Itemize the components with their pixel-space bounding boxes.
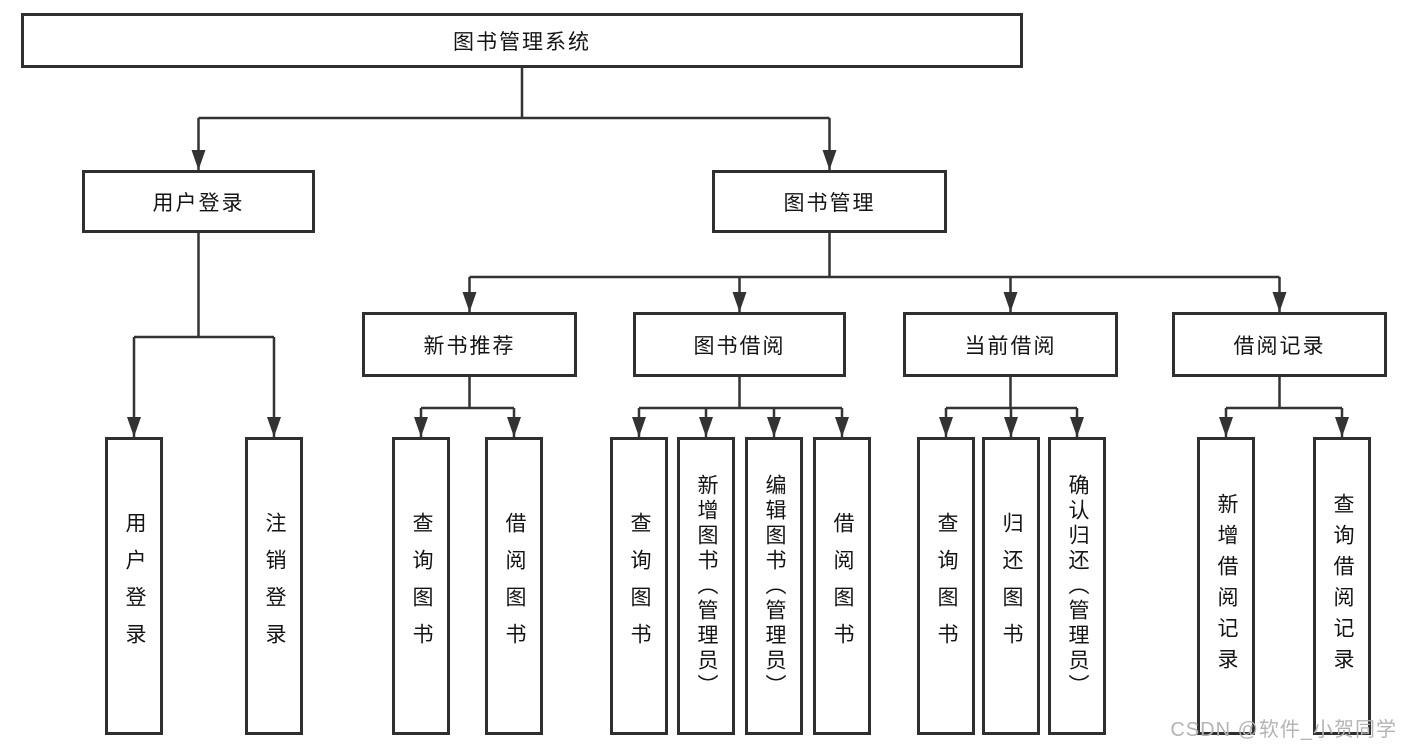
leaf-bb-add-books-admin: 新增图书（管理员） [677,437,735,735]
node-book-borrow: 图书借阅 [633,312,846,377]
connector-current-borrow-trunk [946,377,1077,410]
node-root: 图书管理系统 [21,13,1023,68]
connector-user-login-trunk [134,233,274,339]
leaf-nb-query-books: 查询图书 [392,437,450,735]
watermark: CSDN @软件_小贺同学 [1170,719,1397,741]
leaf-cb-query-books: 查询图书 [917,437,975,735]
node-new-books: 新书推荐 [362,312,577,377]
leaf-cb-return-books: 归还图书 [982,437,1040,735]
leaf-bb-query-books: 查询图书 [610,437,668,735]
node-book-mgmt: 图书管理 [712,170,947,233]
leaf-logout: 注销登录 [245,437,303,735]
leaf-bb-edit-books-admin: 编辑图书（管理员） [745,437,803,735]
leaf-br-add-record: 新增借阅记录 [1197,437,1255,735]
connector-book-borrow-trunk [639,377,842,410]
leaf-nb-borrow-books: 借阅图书 [485,437,543,735]
node-borrow-records: 借阅记录 [1172,312,1387,377]
leaf-cb-confirm-return-admin: 确认归还（管理员） [1048,437,1106,735]
node-current-borrow: 当前借阅 [903,312,1118,377]
connector-new-books-trunk [421,377,514,410]
connector-root-trunk [198,68,830,120]
leaf-br-query-record: 查询借阅记录 [1313,437,1371,735]
node-user-login: 用户登录 [82,170,315,233]
connector-book-mgmt-trunk [469,233,1280,279]
connector-borrow-records-trunk [1226,377,1342,410]
leaf-user-login: 用户登录 [105,437,163,735]
leaf-bb-borrow-books: 借阅图书 [813,437,871,735]
